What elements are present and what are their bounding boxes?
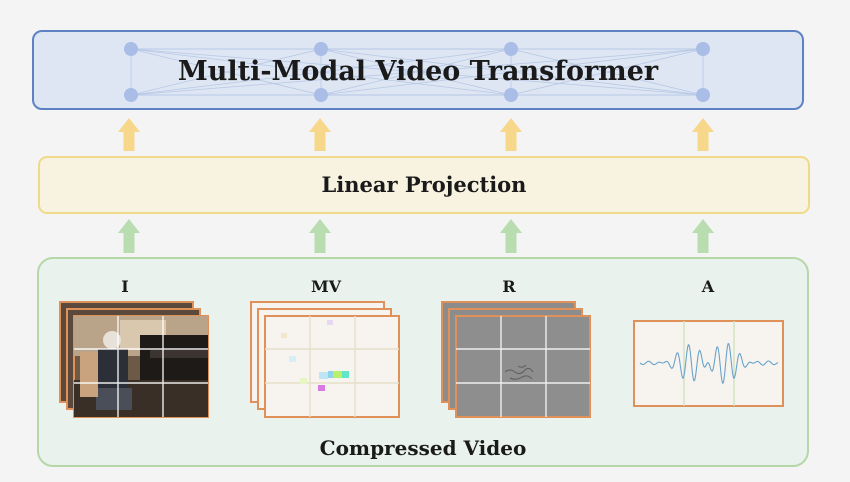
modality-label-mv: MV [310, 277, 342, 296]
network-edge [320, 48, 704, 96]
network-node [504, 42, 518, 56]
linear-projection-title: Linear Projection [321, 172, 527, 197]
i-frame-image [73, 315, 209, 418]
modality-label-r: R [502, 277, 516, 296]
up-arrow [309, 118, 331, 151]
network-node [696, 42, 710, 56]
network-node [124, 88, 138, 102]
network-node [124, 42, 138, 56]
transformer-network-lines [130, 48, 704, 96]
compressed-video-title: Compressed Video [319, 436, 527, 460]
network-node [314, 42, 328, 56]
up-arrow [692, 219, 714, 253]
network-edge [510, 48, 704, 96]
network-edge [130, 48, 322, 96]
transformer-box [32, 30, 804, 110]
network-node [696, 88, 710, 102]
transformer-title: Multi-Modal Video Transformer [177, 56, 659, 87]
video-to-projection-arrows [118, 219, 714, 253]
up-arrow [309, 219, 331, 253]
up-arrow [118, 118, 140, 151]
residual-frame-stack [441, 301, 591, 418]
up-arrow [500, 118, 522, 151]
up-arrow [500, 219, 522, 253]
network-node [314, 88, 328, 102]
modality-label-a: A [701, 277, 715, 296]
audio-waveform [639, 342, 779, 385]
transformer-network-nodes [124, 42, 710, 102]
modality-label-i: I [121, 277, 129, 296]
network-edge [320, 48, 512, 96]
residual-detail [504, 364, 534, 380]
network-node [504, 88, 518, 102]
projection-to-transformer-arrows [118, 118, 714, 151]
motion-vector-patches [281, 320, 349, 391]
linear-projection-box [38, 156, 810, 214]
audio-waveform-panel [633, 320, 784, 407]
up-arrow [692, 118, 714, 151]
i-frame-stack [59, 301, 209, 418]
up-arrow [118, 219, 140, 253]
mv-frame-stack [250, 301, 400, 418]
